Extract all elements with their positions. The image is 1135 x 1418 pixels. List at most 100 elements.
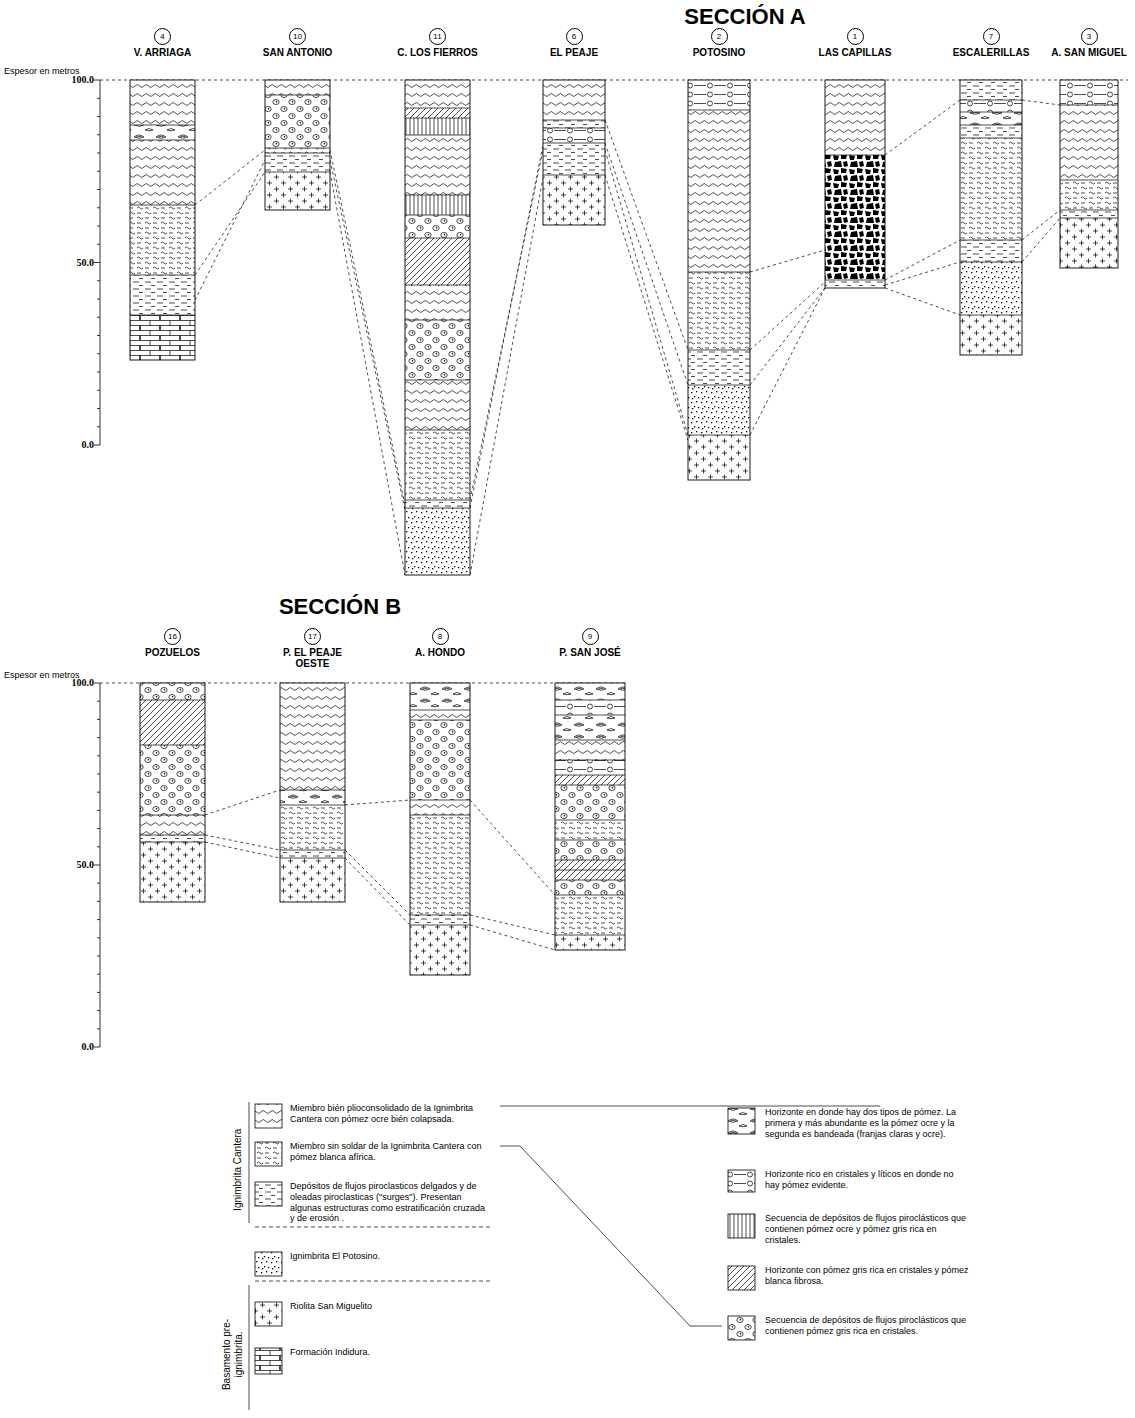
lithology-layer bbox=[555, 775, 625, 785]
section-name: SAN ANTONIO bbox=[250, 47, 346, 58]
correlation-line bbox=[885, 262, 960, 285]
section-number: 4 bbox=[154, 28, 171, 45]
column-outline bbox=[555, 683, 625, 950]
axis-tick bbox=[97, 992, 100, 993]
legend-text: Miembro bién plioconsolidado de la Ignim… bbox=[290, 1103, 490, 1125]
layer-contact bbox=[555, 775, 625, 776]
layer-contact bbox=[555, 880, 625, 881]
lithology-layer bbox=[130, 205, 195, 275]
lithology-layer bbox=[555, 895, 625, 935]
legend-text: Formación Indidura. bbox=[290, 1347, 490, 1358]
correlation-line bbox=[195, 150, 265, 205]
layer-contact bbox=[405, 215, 470, 216]
column-header: 16POZUELOS bbox=[125, 628, 221, 658]
layer-contact bbox=[555, 935, 625, 936]
lithology-layer bbox=[960, 100, 1022, 112]
layer-contact bbox=[960, 125, 1022, 126]
lithology-layer bbox=[140, 835, 205, 842]
layer-contact bbox=[688, 385, 750, 386]
axis-tick bbox=[97, 134, 100, 135]
lithology-layer bbox=[405, 215, 470, 238]
axis-tick bbox=[94, 445, 100, 446]
stratigraphic-column: 2POTOSINO bbox=[688, 28, 750, 480]
legend-text: Secuencia de depósitos de flujos piroclá… bbox=[765, 1213, 970, 1245]
lithology-layer bbox=[960, 138, 1022, 240]
section-name: POZUELOS bbox=[125, 647, 221, 658]
layer-contact bbox=[960, 262, 1022, 263]
layer-contact bbox=[140, 815, 205, 816]
stratigraphic-column: 3A. SAN MIGUEL bbox=[1060, 28, 1118, 268]
correlation-line bbox=[330, 160, 405, 510]
lithology-layer bbox=[405, 500, 470, 508]
lithology-column bbox=[825, 80, 885, 288]
axis-tick bbox=[94, 262, 100, 263]
lithology-layer bbox=[405, 285, 470, 320]
axis-tick bbox=[97, 153, 100, 154]
layer-contact bbox=[555, 740, 625, 741]
legend-swatch bbox=[255, 1348, 282, 1374]
lithology-column bbox=[140, 683, 205, 902]
lithology-layer bbox=[688, 110, 750, 272]
lithology-layer bbox=[555, 840, 625, 860]
lithology-layer bbox=[405, 108, 470, 118]
column-header: 9P. SAN JOSÉ bbox=[542, 628, 638, 658]
lithology-layer bbox=[1060, 105, 1118, 180]
column-outline bbox=[140, 683, 205, 902]
axis-tick-label: 0.0 bbox=[50, 439, 94, 451]
layer-contact bbox=[410, 710, 470, 711]
axis-tick bbox=[97, 244, 100, 245]
axis-tick bbox=[97, 299, 100, 300]
column-header: 11C. LOS FIERROS bbox=[390, 28, 486, 58]
lithology-layer bbox=[130, 315, 195, 360]
column-header: 4V. ARRIAGA bbox=[115, 28, 211, 58]
correlation-line bbox=[330, 150, 405, 505]
lithology-layer bbox=[265, 95, 330, 148]
section-number: 3 bbox=[1081, 28, 1098, 45]
layer-contact bbox=[960, 138, 1022, 139]
correlation-line bbox=[470, 145, 543, 508]
layer-contact bbox=[405, 380, 470, 381]
layer-contact bbox=[688, 435, 750, 436]
section-name: ESCALERILLAS bbox=[943, 47, 1039, 58]
column-outline bbox=[543, 80, 605, 225]
layer-contact bbox=[410, 800, 470, 801]
section-number: 8 bbox=[432, 628, 449, 645]
legend-text: Miembro sin soldar de la Ignimbrita Cant… bbox=[290, 1141, 490, 1163]
axis-tick-label: 100.0 bbox=[50, 677, 94, 689]
layer-contact bbox=[960, 112, 1022, 113]
lithology-layer bbox=[960, 80, 1022, 100]
layer-contact bbox=[130, 315, 195, 316]
layer-contact bbox=[960, 315, 1022, 316]
layer-contact bbox=[405, 118, 470, 119]
lithology-layer bbox=[130, 140, 195, 205]
layer-contact bbox=[410, 720, 470, 721]
layer-contact bbox=[555, 715, 625, 716]
lithology-column bbox=[130, 80, 195, 360]
column-outline bbox=[1060, 80, 1118, 268]
lithology-layer bbox=[410, 720, 470, 800]
correlation-line bbox=[205, 835, 280, 850]
legend-furniture bbox=[249, 1102, 880, 1410]
section-name: A. SAN MIGUEL bbox=[1041, 47, 1135, 58]
layer-contact bbox=[265, 148, 330, 149]
layer-contact bbox=[960, 100, 1022, 101]
legend-text: Horizonte con pómez gris rica en cristal… bbox=[765, 1265, 970, 1287]
column-header: 1LAS CAPILLAS bbox=[807, 28, 903, 58]
axis-tick bbox=[97, 737, 100, 738]
layer-contact bbox=[140, 700, 205, 701]
axis-tick bbox=[97, 774, 100, 775]
lithology-layer bbox=[405, 80, 470, 108]
lithology-layer bbox=[688, 80, 750, 110]
lithology-layer bbox=[405, 380, 470, 430]
legend-swatch bbox=[728, 1108, 755, 1134]
layer-contact bbox=[825, 155, 885, 156]
axis-tick bbox=[97, 937, 100, 938]
column-outline bbox=[405, 80, 470, 575]
lithology-layer bbox=[555, 683, 625, 700]
section-number: 6 bbox=[566, 28, 583, 45]
column-outline bbox=[688, 80, 750, 480]
section-name: EL PEAJE bbox=[526, 47, 622, 58]
layer-contact bbox=[140, 745, 205, 746]
axis-tick bbox=[97, 719, 100, 720]
correlation-line bbox=[205, 842, 280, 858]
